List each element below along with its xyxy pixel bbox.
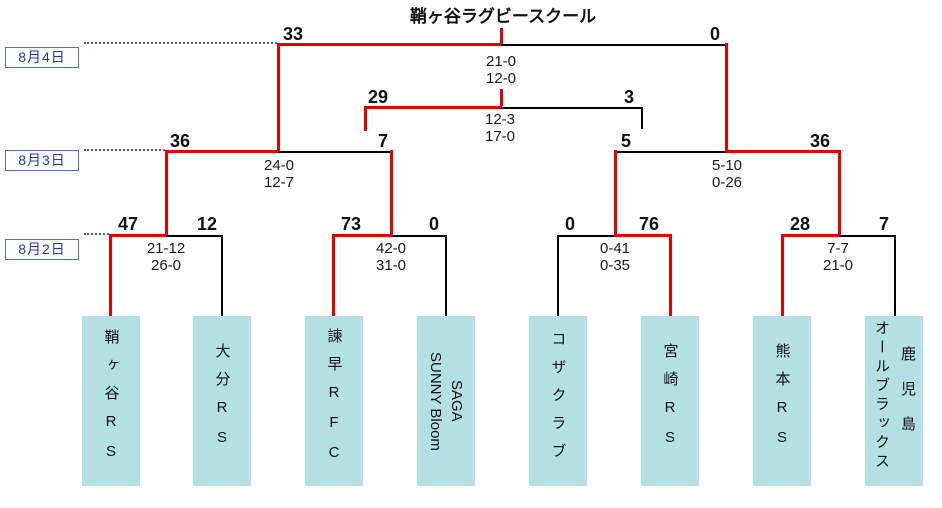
team-box-sunny-bloom-saga: SUNNY Bloom SAGA — [417, 316, 475, 486]
qf1-line-winner-side — [110, 234, 167, 237]
qf3-first-half: 0-41 — [599, 240, 631, 257]
date-label-aug2: 8月2日 — [5, 239, 79, 260]
team-name-kagoshima: 鹿児島 — [899, 346, 916, 451]
final-second-half: 12-0 — [485, 70, 517, 87]
semi-left-left-total: 36 — [169, 131, 191, 151]
team-box-kagoshima-all-blacks: 鹿児島 オールブラックス — [865, 316, 923, 486]
qf4-right-total: 7 — [878, 214, 890, 234]
final-left-connector — [277, 43, 280, 152]
date-leader-aug2 — [84, 233, 109, 235]
semi-right-line-winner-side — [726, 150, 840, 153]
team-box-miyazaki-rs: 宮崎RS — [641, 316, 699, 486]
third-winner-stub — [500, 89, 503, 106]
semi-left-first-half: 24-0 — [263, 157, 295, 174]
qf3-right-total: 76 — [638, 214, 660, 234]
qf2-line-loser-side — [392, 235, 446, 237]
date-label-aug4: 8月4日 — [5, 47, 79, 68]
final-line-winner-side — [278, 43, 502, 46]
semi-right-second-half: 0-26 — [711, 174, 743, 191]
third-first-half: 12-3 — [484, 111, 516, 128]
final-champion-stub — [500, 28, 503, 44]
qf2-second-half: 31-0 — [375, 257, 407, 274]
qf2-half-scores: 42-0 31-0 — [376, 240, 406, 274]
semi-left-second-half: 12-7 — [263, 174, 295, 191]
qf4-left-total: 28 — [789, 214, 811, 234]
team-name-line2: SAGA — [448, 380, 465, 422]
third-half-scores: 12-3 17-0 — [485, 111, 515, 145]
team-name: 宮崎RS — [661, 343, 679, 459]
qf2-line-winner-side — [333, 234, 393, 237]
semi-left-half-scores: 24-0 12-7 — [264, 157, 294, 191]
qf1-line-loser-side — [166, 235, 222, 237]
team-box-koza-club: コザクラブ — [529, 316, 587, 486]
qf4-half-scores: 7-7 21-0 — [823, 240, 853, 274]
qf2-right-total: 0 — [428, 214, 440, 234]
semi-right-connector-a — [614, 150, 617, 236]
semi-left-line-winner-side — [166, 150, 279, 153]
qf1-first-half: 21-12 — [146, 240, 186, 257]
qf1-second-half: 26-0 — [150, 257, 182, 274]
qf2-left-total: 73 — [340, 214, 362, 234]
team-name: 大分RS — [213, 343, 231, 459]
qf3-left-total: 0 — [564, 214, 576, 234]
semi-right-right-total: 36 — [809, 131, 831, 151]
qf3-left-team-connector — [557, 235, 559, 317]
qf2-first-half: 42-0 — [375, 240, 407, 257]
final-left-total: 33 — [282, 24, 304, 44]
team-box-sayagatani-rs: 鞘ヶ谷RS — [82, 316, 140, 486]
qf2-right-team-connector — [445, 235, 447, 317]
final-line-loser-side — [501, 44, 726, 46]
qf2-left-team-connector — [332, 234, 335, 317]
semi-left-connector-a — [165, 150, 168, 236]
qf1-half-scores: 21-12 26-0 — [147, 240, 185, 274]
team-name-line1: SUNNY Bloom — [427, 351, 444, 451]
qf1-left-team-connector — [109, 234, 112, 317]
semi-right-left-total: 5 — [620, 131, 632, 151]
semi-right-first-half: 5-10 — [711, 157, 743, 174]
semi-left-line-loser-side — [278, 151, 391, 153]
third-right-stub — [641, 107, 643, 129]
team-name-all-blacks: オールブラックス — [873, 320, 890, 472]
qf4-left-team-connector — [781, 234, 784, 317]
final-right-total: 0 — [709, 24, 721, 44]
semi-right-half-scores: 5-10 0-26 — [712, 157, 742, 191]
qf4-right-team-connector — [894, 235, 896, 317]
date-leader-aug4 — [84, 42, 277, 44]
final-right-connector — [725, 43, 728, 152]
semi-left-right-total: 7 — [377, 131, 389, 151]
qf1-left-total: 47 — [117, 214, 139, 234]
date-label-aug3: 8月3日 — [5, 150, 79, 171]
final-half-scores: 21-0 12-0 — [486, 53, 516, 87]
third-right-total: 3 — [623, 87, 635, 107]
third-left-stub — [364, 106, 367, 131]
qf1-right-team-connector — [221, 235, 223, 317]
third-second-half: 17-0 — [484, 128, 516, 145]
team-box-kumamoto-rs: 熊本RS — [753, 316, 811, 486]
date-leader-aug3 — [84, 149, 165, 151]
qf4-second-half: 21-0 — [822, 257, 854, 274]
semi-left-connector-b — [390, 150, 393, 236]
champion-title: 鞘ヶ谷ラグビースクール — [409, 7, 597, 26]
qf3-right-team-connector — [669, 234, 672, 317]
qf4-line-winner-side — [782, 234, 840, 237]
team-name: 諫早RFC — [325, 328, 343, 474]
third-line-loser-side — [501, 107, 642, 109]
semi-right-line-loser-side — [615, 151, 727, 153]
team-name: 鞘ヶ谷RS — [102, 329, 120, 473]
qf4-first-half: 7-7 — [827, 240, 849, 257]
third-line-winner-side — [364, 106, 502, 109]
final-first-half: 21-0 — [485, 53, 517, 70]
qf3-line-winner-side — [614, 234, 671, 237]
team-name: 熊本RS — [773, 343, 791, 459]
qf3-half-scores: 0-41 0-35 — [600, 240, 630, 274]
team-box-oita-rs: 大分RS — [193, 316, 251, 486]
qf3-second-half: 0-35 — [599, 257, 631, 274]
qf4-line-loser-side — [839, 235, 895, 237]
qf1-right-total: 12 — [196, 214, 218, 234]
team-name: コザクラブ — [549, 331, 567, 471]
team-box-isahaya-rfc: 諫早RFC — [305, 316, 363, 486]
semi-right-connector-b — [838, 150, 841, 236]
third-left-total: 29 — [367, 87, 389, 107]
qf3-line-loser-side — [558, 235, 615, 237]
